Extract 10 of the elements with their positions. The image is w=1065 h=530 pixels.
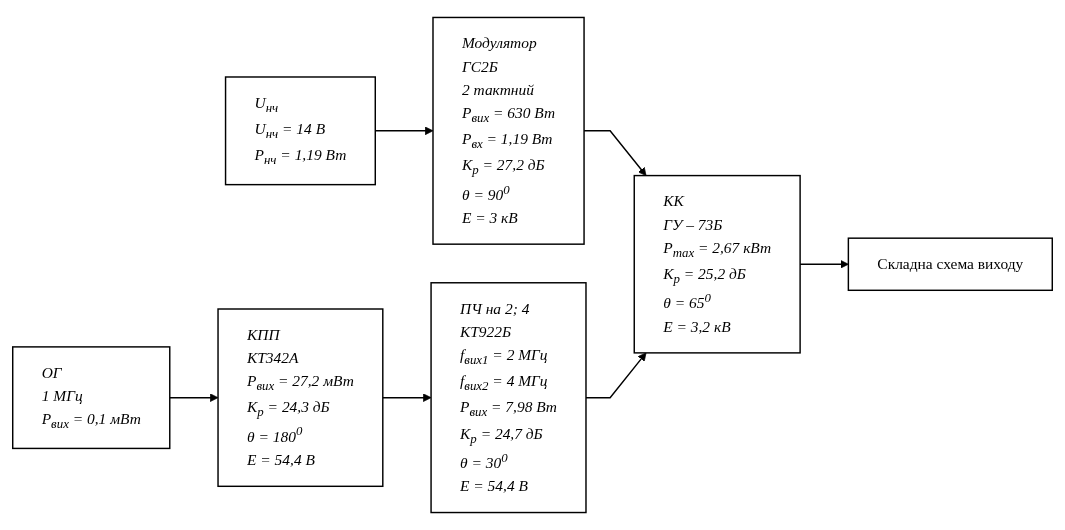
node-box: КК ГУ – 73Б P$_{max}$ = 2,67 кВт K$_{p}$ = 25,2 дБ θ = 65$^{0}$ E = 3,2 кВ — [633, 174, 801, 354]
arrow — [585, 352, 647, 399]
arrow — [169, 393, 219, 402]
node-box: Модулятор ГС2Б 2 тактний P$_{вих}$ = 630 Вт P$_{вх}$ = 1,19 Вт K$_{p}$ = 27,2 дБ θ = 90$^{0}$ E = 3 кВ — [432, 16, 585, 245]
node-box: Складна схема виходу — [847, 237, 1053, 292]
node-box: ОГ 1 МГц P$_{вих}$ = 0,1 мВт — [12, 346, 171, 450]
node-box: U$_{нч}$ U$_{нч}$ = 14 В P$_{нч}$ = 1,19 Вт — [224, 76, 376, 186]
node-box: ПЧ на 2; 4 КТ922Б f$_{вих1}$ = 2 МГц f$_{вих2}$ = 4 МГц P$_{вих}$ = 7,98 Вт K$_{p}$ = 24,7 дБ θ = 30$^{0}$ E = 54,4 В — [430, 282, 587, 514]
node-box: КПП КТ342А P$_{вих}$ = 27,2 мВт K$_{p}$ = 24,3 дБ θ = 180$^{0}$ E = 54,4 В — [217, 308, 384, 488]
arrow — [382, 393, 432, 402]
